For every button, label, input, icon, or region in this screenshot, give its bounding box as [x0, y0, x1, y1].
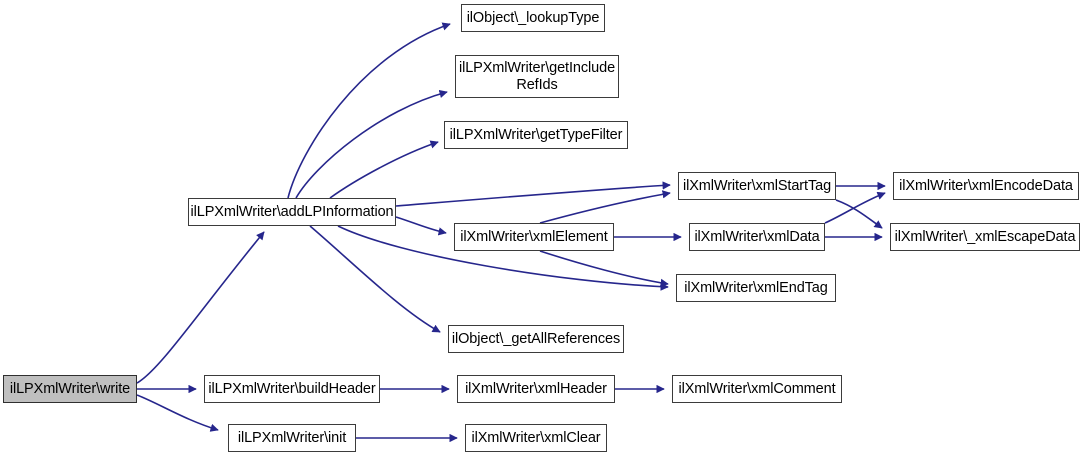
node-xmlElement[interactable]: ilXmlWriter\xmlElement — [454, 223, 614, 251]
node-label-xmlData: ilXmlWriter\xmlData — [694, 228, 820, 245]
node-label-xmlClear: ilXmlWriter\xmlClear — [471, 429, 601, 446]
edge-xmlElement-to-xmlEndTag — [539, 250, 669, 287]
node-label-addLPInformation: ilLPXmlWriter\addLPInformation — [190, 203, 394, 220]
edge-xmlStartTag-to-xmlEscapeData — [835, 199, 883, 229]
node-label-xmlEndTag: ilXmlWriter\xmlEndTag — [684, 279, 828, 296]
node-label-getAllReferences: ilObject\_getAllReferences — [451, 330, 621, 347]
node-xmlHeader[interactable]: ilXmlWriter\xmlHeader — [457, 375, 615, 403]
node-write[interactable]: ilLPXmlWriter\write — [3, 375, 137, 403]
node-xmlData[interactable]: ilXmlWriter\xmlData — [689, 223, 825, 251]
node-addLPInformation[interactable]: ilLPXmlWriter\addLPInformation — [188, 198, 396, 226]
node-lookupType[interactable]: ilObject\_lookupType — [461, 4, 605, 32]
node-xmlStartTag[interactable]: ilXmlWriter\xmlStartTag — [678, 172, 836, 200]
node-xmlEscapeData[interactable]: ilXmlWriter\_xmlEscapeData — [890, 223, 1080, 251]
node-getTypeFilter[interactable]: ilLPXmlWriter\getTypeFilter — [444, 121, 628, 149]
node-label-init: ilLPXmlWriter\init — [237, 429, 347, 446]
node-xmlComment[interactable]: ilXmlWriter\xmlComment — [672, 375, 842, 403]
node-label-getIncludeRefIds: ilLPXmlWriter\getInclude RefIds — [458, 59, 616, 93]
node-label-xmlStartTag: ilXmlWriter\xmlStartTag — [682, 177, 832, 194]
node-label-xmlEncodeData: ilXmlWriter\xmlEncodeData — [899, 177, 1073, 194]
node-xmlClear[interactable]: ilXmlWriter\xmlClear — [465, 424, 607, 452]
node-label-getTypeFilter: ilLPXmlWriter\getTypeFilter — [449, 126, 623, 143]
edge-write-to-addLPInformation — [136, 231, 265, 384]
node-label-xmlEscapeData: ilXmlWriter\_xmlEscapeData — [894, 228, 1076, 245]
node-xmlEndTag[interactable]: ilXmlWriter\xmlEndTag — [676, 274, 836, 302]
node-label-write: ilLPXmlWriter\write — [9, 380, 131, 397]
node-label-xmlHeader: ilXmlWriter\xmlHeader — [465, 380, 607, 397]
node-label-xmlElement: ilXmlWriter\xmlElement — [460, 228, 608, 245]
edge-addLPInformation-to-lookupType — [287, 22, 451, 199]
node-xmlEncodeData[interactable]: ilXmlWriter\xmlEncodeData — [893, 172, 1079, 200]
edge-xmlElement-to-xmlStartTag — [539, 190, 671, 224]
node-label-lookupType: ilObject\_lookupType — [466, 9, 600, 26]
node-init[interactable]: ilLPXmlWriter\init — [228, 424, 356, 452]
edge-addLPInformation-to-getIncludeRefIds — [295, 89, 448, 199]
edge-addLPInformation-to-xmlElement — [395, 216, 447, 236]
node-buildHeader[interactable]: ilLPXmlWriter\buildHeader — [204, 375, 380, 403]
edge-addLPInformation-to-getAllReferences — [309, 225, 441, 333]
node-getAllReferences[interactable]: ilObject\_getAllReferences — [448, 325, 624, 353]
edge-addLPInformation-to-xmlStartTag — [395, 181, 671, 207]
node-label-buildHeader: ilLPXmlWriter\buildHeader — [208, 380, 376, 397]
edge-addLPInformation-to-getTypeFilter — [329, 140, 439, 199]
node-getIncludeRefIds[interactable]: ilLPXmlWriter\getInclude RefIds — [455, 55, 619, 98]
node-label-xmlComment: ilXmlWriter\xmlComment — [678, 380, 836, 397]
